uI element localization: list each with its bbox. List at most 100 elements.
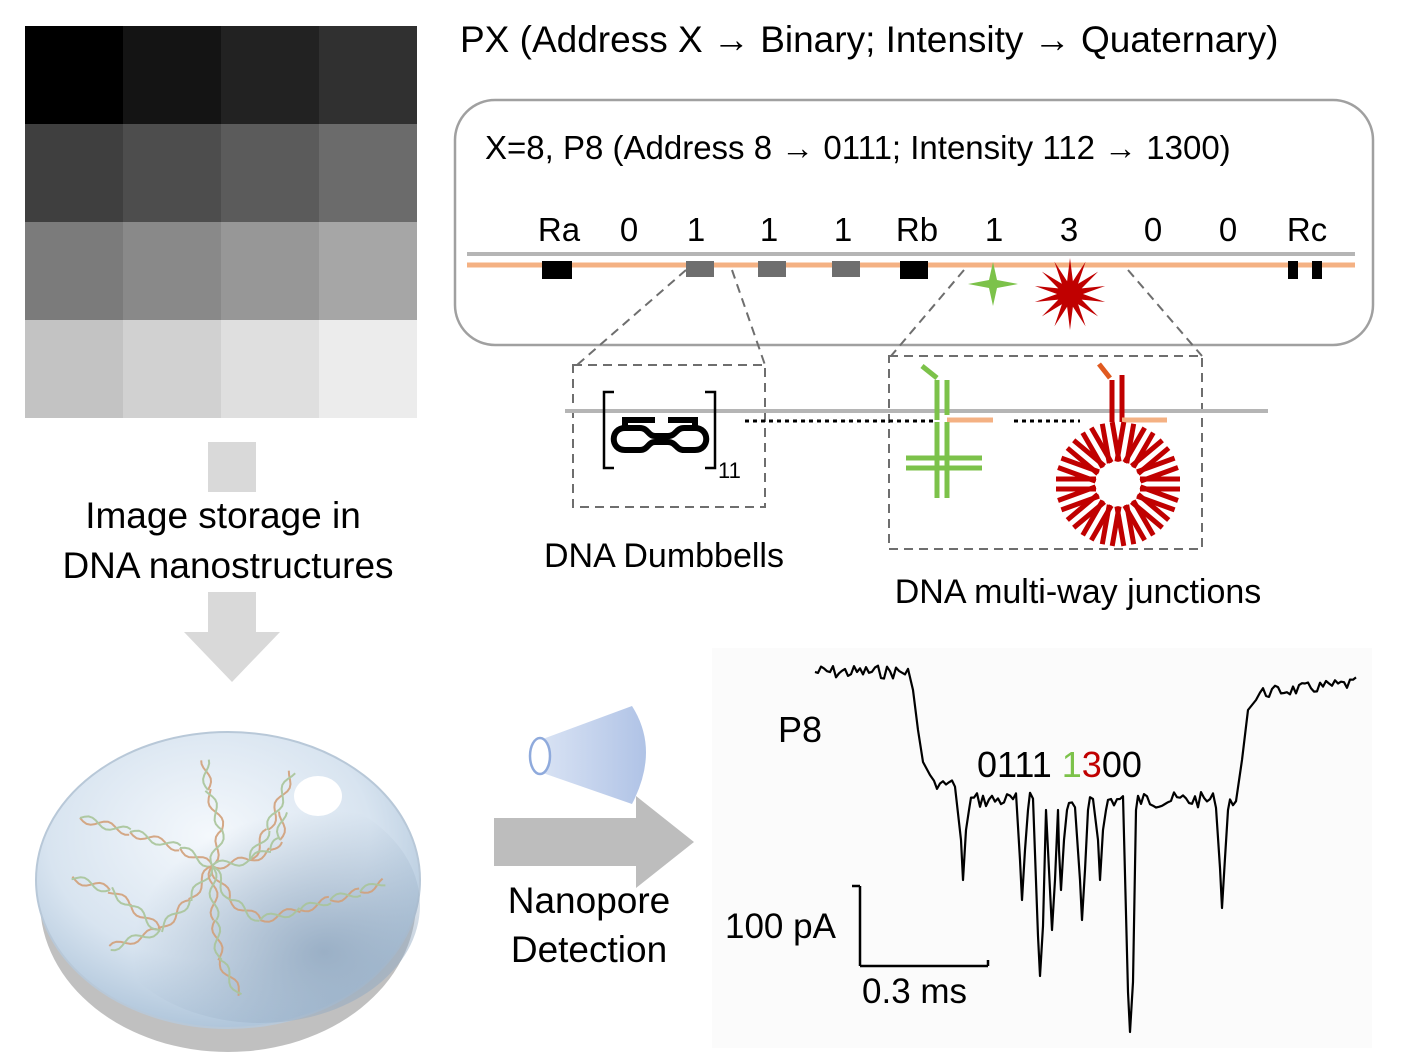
zoom-guides (572, 269, 1203, 550)
grid-cell (221, 320, 319, 418)
scale-time-label: 0.3 ms (862, 972, 967, 1011)
green-junction-icon (906, 364, 993, 498)
example-box (453, 98, 1375, 347)
example-header: X=8, P8 (Address 8 → 0111; Intensity 112… (485, 129, 1231, 166)
junction-arm (1136, 492, 1171, 522)
red-star-icon (1034, 258, 1106, 330)
marker-bit-2 (758, 261, 786, 277)
dna-helix-strand (218, 959, 240, 996)
trace-panel (712, 648, 1372, 1048)
dna-helix-strand (190, 865, 213, 901)
dna-helix-strand (269, 841, 283, 851)
junction-arm (1057, 465, 1097, 484)
dna-helix-strand (266, 772, 296, 831)
storage-label-bg (40, 492, 420, 592)
pore-hole (294, 776, 342, 816)
storage-label-line-2: DNA nanostructures (62, 545, 393, 586)
dna-helix-strand (207, 788, 225, 831)
junction-arm (1109, 506, 1122, 547)
grid-cell (123, 26, 221, 124)
junction-arm (1131, 499, 1156, 537)
detection-label-line-2: Detection (511, 929, 667, 970)
dna-helix-strand (202, 759, 211, 791)
strand-label-digit-2: 3 (1060, 211, 1078, 248)
grid-cell (221, 26, 319, 124)
dna-helix-strand (213, 919, 223, 961)
scheme-title: PX (Address X → Binary; Intensity → Quat… (460, 19, 1278, 60)
grid-cell (319, 26, 417, 124)
trace-code: 0111 1300 (977, 744, 1142, 785)
dna-helix-strand (79, 815, 132, 831)
scale-bar (852, 884, 990, 968)
dna-helix-strand (211, 865, 231, 901)
grid-cell (123, 124, 221, 222)
trace-code-green-digit: 1 (1062, 744, 1082, 785)
dumbbell-repeat-subscript: 11 (718, 458, 741, 483)
dna-helix-strand (275, 812, 288, 841)
junction-arm (1139, 484, 1179, 503)
dna-helix-strand (229, 899, 260, 922)
dna-helix-strand (259, 907, 301, 921)
grid-cell (25, 320, 123, 418)
nanopore-cone-icon (528, 706, 646, 804)
dna-helix-strand (259, 908, 301, 923)
junction-label: DNA multi-way junctions (895, 573, 1262, 611)
grid-cell (123, 320, 221, 418)
dna-helix-strand (329, 892, 362, 901)
dna-helix-strand (107, 891, 131, 906)
green-star-icon (968, 262, 1018, 306)
detection-label-line-1: Nanopore (508, 880, 671, 921)
marker-rb (900, 261, 928, 279)
trace-code-red-digit: 3 (1082, 744, 1102, 785)
grid-cell (123, 222, 221, 320)
marker-bit-3 (832, 261, 860, 277)
dna-helix-strand (299, 895, 330, 913)
dna-helix-strand (329, 887, 360, 903)
dna-helix-strand (267, 770, 292, 831)
dna-helix-strand (71, 876, 111, 893)
storage-label-line-1: Image storage in (85, 495, 361, 536)
strand-label-rb: Rb (896, 211, 938, 248)
junction-arm (1129, 438, 1164, 468)
strand-label-bit-2: 1 (687, 211, 705, 248)
dna-helix-strand (207, 865, 219, 921)
dna-helix-strand (249, 828, 268, 861)
dumbbell-label: DNA Dumbbells (544, 537, 784, 575)
junction-arm (1099, 423, 1112, 464)
junction-arm (1080, 431, 1105, 469)
dna-helix-strand (211, 858, 251, 867)
right-arrow-icon (494, 796, 694, 888)
trace-code-prefix: 0111 (977, 744, 1062, 785)
strand-label-digit-3: 0 (1144, 211, 1162, 248)
dumbbell-icon (602, 390, 717, 470)
grid-cell (25, 124, 123, 222)
trace-code-suffix: 00 (1102, 744, 1142, 785)
dna-helix-strand (110, 929, 161, 952)
junction-arm (1060, 493, 1100, 513)
strand-label-digit-1: 1 (985, 211, 1003, 248)
junction-arm (1124, 504, 1137, 545)
dna-helix-strand (204, 790, 223, 831)
dna-helix-strand (248, 830, 271, 861)
grid-cell (319, 320, 417, 418)
trace-pixel-label: P8 (778, 709, 822, 750)
marker-rc-a (1288, 261, 1298, 279)
dna-helix-strand (79, 817, 130, 836)
dna-helix-strand (249, 850, 272, 861)
strand-labels: Ra 0 1 1 1 Rb 1 3 0 0 Rc (538, 211, 1327, 248)
junction-arm (1139, 465, 1179, 484)
dna-helix-strand (209, 829, 225, 867)
dna-helix-strand (208, 865, 220, 921)
grid-cell (221, 222, 319, 320)
dna-dish-illustration (35, 731, 421, 1052)
dna-helix-strand (219, 959, 242, 996)
dna-helix-strand (129, 904, 161, 931)
dna-helix-strand (108, 927, 161, 947)
grid-cell (319, 124, 417, 222)
red-multiway-burst (1056, 421, 1180, 547)
marker-rc-b (1312, 261, 1322, 279)
grid-cell (319, 222, 417, 320)
dna-helix-strand (161, 899, 191, 933)
grid-cell (25, 26, 123, 124)
